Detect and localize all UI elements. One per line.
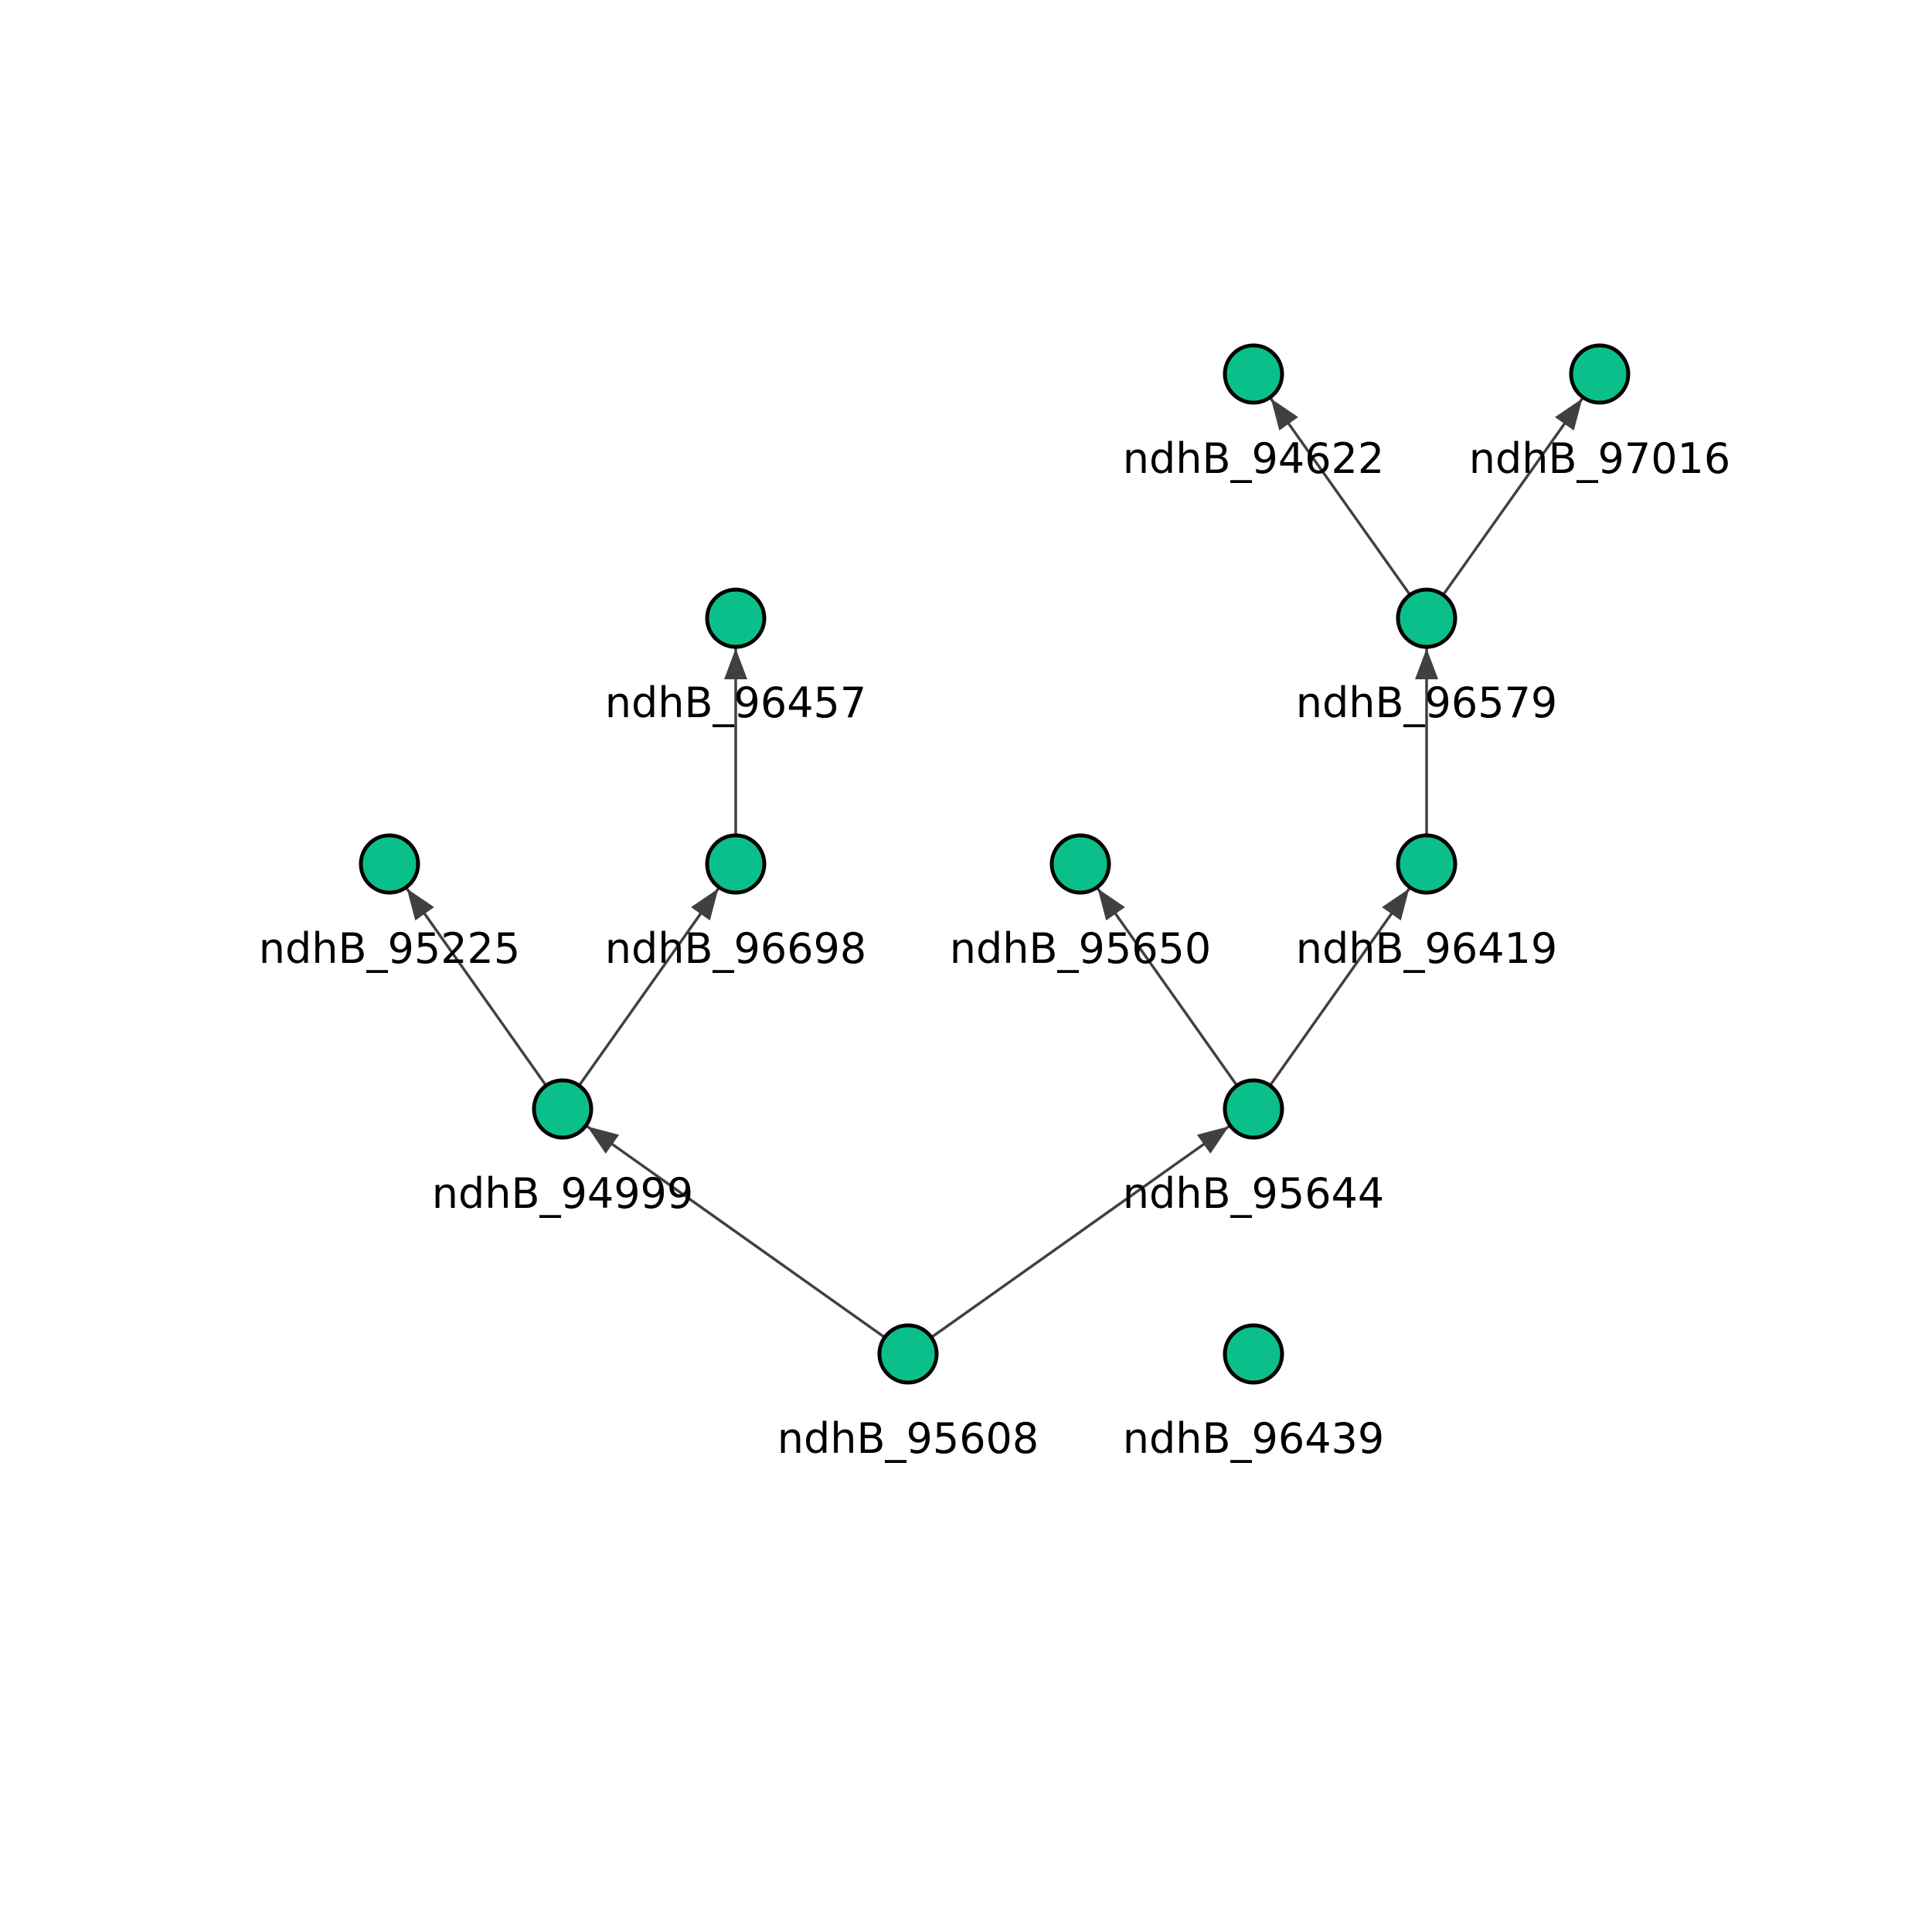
node-ndhB_95644 [1223, 1078, 1284, 1140]
labels-layer: ndhB_95608 ndhB_96439 ndhB_94999 ndhB_95644… [259, 434, 1731, 1463]
edge-ndhB_96579-to-ndhB_94622 [1270, 397, 1412, 596]
edge-ndhB_94999-to-ndhB_95225 [406, 887, 548, 1087]
node-ndhB_96457 [705, 587, 767, 649]
node-label-ndhB_97016: ndhB_97016 [1469, 434, 1731, 483]
node-label-ndhB_94999: ndhB_94999 [432, 1169, 694, 1218]
node-label-ndhB_96457: ndhB_96457 [605, 679, 867, 727]
edge-ndhB_95644-to-ndhB_95650 [1097, 887, 1239, 1087]
node-label-ndhB_95608: ndhB_95608 [777, 1414, 1039, 1463]
node-label-ndhB_96698: ndhB_96698 [605, 924, 867, 973]
node-label-ndhB_95225: ndhB_95225 [259, 924, 521, 973]
node-label-ndhB_95650: ndhB_95650 [950, 924, 1212, 973]
edge-ndhB_95644-to-ndhB_96419 [1268, 887, 1410, 1087]
node-label-ndhB_96579: ndhB_96579 [1296, 679, 1558, 727]
node-ndhB_94999 [532, 1078, 594, 1140]
edge-ndhB_95608-to-ndhB_95644 [930, 1125, 1230, 1339]
node-ndhB_97016 [1569, 343, 1631, 405]
nodes-layer [359, 343, 1631, 1385]
node-ndhB_94622 [1223, 343, 1284, 405]
node-label-ndhB_96439: ndhB_96439 [1123, 1414, 1385, 1463]
node-ndhB_95650 [1049, 833, 1111, 895]
node-ndhB_95225 [359, 833, 420, 895]
node-ndhB_96698 [705, 833, 767, 895]
node-ndhB_96579 [1396, 587, 1458, 649]
node-ndhB_96419 [1396, 833, 1458, 895]
node-ndhB_95608 [877, 1323, 939, 1385]
edge-ndhB_95608-to-ndhB_94999 [586, 1125, 886, 1339]
node-ndhB_96439 [1223, 1323, 1284, 1385]
node-label-ndhB_94622: ndhB_94622 [1123, 434, 1385, 483]
edge-ndhB_94999-to-ndhB_96698 [577, 887, 719, 1087]
edge-ndhB_96579-to-ndhB_97016 [1441, 397, 1583, 596]
edges-layer [406, 397, 1583, 1339]
node-label-ndhB_95644: ndhB_95644 [1123, 1169, 1385, 1218]
node-label-ndhB_96419: ndhB_96419 [1296, 924, 1558, 973]
